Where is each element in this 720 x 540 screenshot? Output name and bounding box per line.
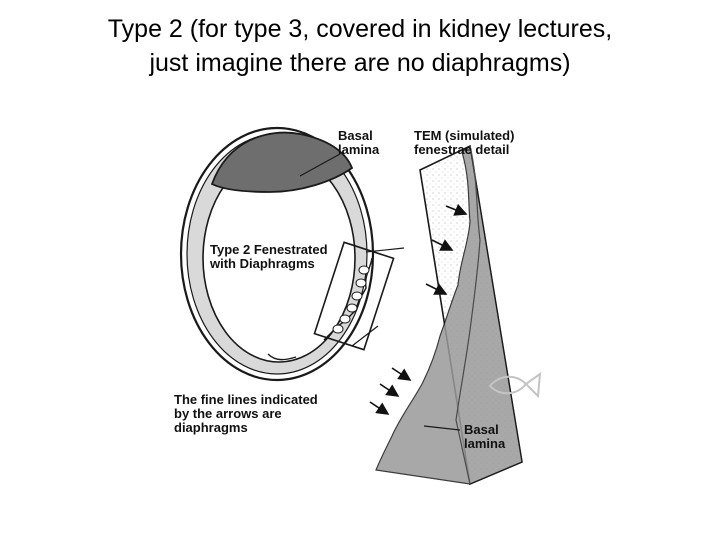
diaphragm-arrow — [431, 239, 454, 251]
fenestra — [339, 314, 351, 324]
title-line-1: Type 2 (for type 3, covered in kidney le… — [107, 15, 613, 43]
label-line: fenestrae detail — [414, 142, 510, 157]
tem-label: TEM (simulated) fenestrae detail — [414, 129, 514, 157]
basal-lamina-top-label: Basal lamina — [338, 129, 379, 157]
basal-lamina-bottom-label: Basal lamina — [464, 423, 505, 451]
label-line: The fine lines indicated — [174, 392, 318, 407]
label-line: TEM (simulated) — [414, 128, 515, 143]
label-line: lamina — [464, 436, 506, 451]
label-line: with Diaphragms — [210, 256, 315, 271]
label-line: Basal — [464, 422, 499, 437]
diaphragm-arrow — [445, 203, 468, 216]
fine-lines-label: The fine lines indicated by the arrows a… — [174, 393, 318, 435]
tem-basal-lamina — [455, 145, 481, 485]
zoom-connector — [365, 247, 405, 253]
fenestra — [351, 291, 363, 301]
title-line-2: just imagine there are no diaphragms) — [149, 49, 571, 77]
fenestra — [332, 324, 344, 334]
type2-label: Type 2 Fenestrated with Diaphragms — [210, 243, 328, 271]
diaphragm-arrow — [369, 401, 390, 415]
diaphragm-arrow — [425, 283, 448, 295]
basal-lamina-top-leader — [299, 153, 341, 177]
fish-icon — [488, 371, 542, 399]
fenestra — [358, 265, 370, 275]
zoom-box — [313, 241, 395, 351]
basal-lamina-leader — [423, 425, 461, 431]
label-line: by the arrows are — [174, 406, 282, 421]
label-line: diaphragms — [174, 420, 248, 435]
endothelial-nucleus — [210, 131, 354, 193]
tem-endothelium — [375, 144, 523, 485]
cell-junction — [267, 353, 297, 361]
label-line: lamina — [338, 142, 380, 157]
label-line: Basal — [338, 128, 373, 143]
page-title: Type 2 (for type 3, covered in kidney le… — [0, 12, 720, 80]
diaphragm-arrow — [379, 383, 400, 397]
basal-lamina-outer-ring — [179, 126, 375, 382]
zoom-connector — [351, 325, 379, 347]
label-line: Type 2 Fenestrated — [210, 242, 328, 257]
fenestra — [346, 303, 358, 313]
capillary-cross-section — [179, 126, 405, 382]
diaphragm-arrow — [391, 367, 412, 381]
fenestra — [355, 278, 367, 288]
tem-panel — [369, 144, 523, 486]
